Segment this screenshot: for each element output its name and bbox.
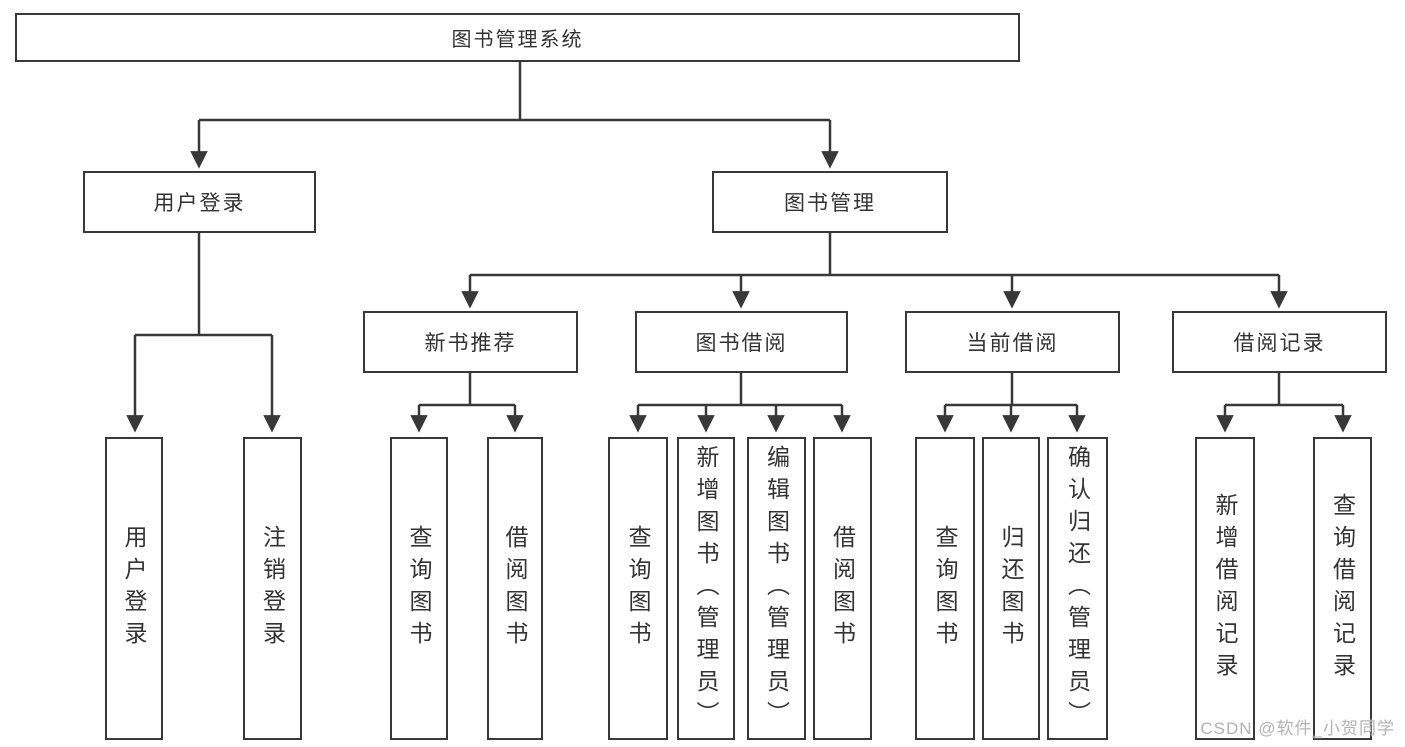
leaf-borrow-books-recommend: 借阅图书 [487,437,543,740]
leaf-edit-books-admin: 编辑图书（管理员） [747,437,806,740]
node-book-management: 图书管理 [712,171,948,233]
node-new-book-recommend: 新书推荐 [363,311,578,373]
trunk-lines [135,62,1343,407]
leaf-add-borrow-record: 新增借阅记录 [1195,437,1255,740]
node-book-borrow: 图书借阅 [635,311,848,373]
leaf-user-login: 用户登录 [105,437,163,740]
leaf-query-borrow-record: 查询借阅记录 [1313,437,1372,740]
leaf-add-books-admin: 新增图书（管理员） [677,437,735,740]
node-user-login: 用户登录 [83,171,316,233]
node-borrow-records: 借阅记录 [1172,311,1387,373]
leaf-query-books-current: 查询图书 [915,437,975,740]
arrow-lines [126,120,1352,433]
leaf-return-books: 归还图书 [982,437,1040,740]
leaf-query-books-borrow: 查询图书 [608,437,668,740]
leaf-borrow-books: 借阅图书 [813,437,872,740]
leaf-logout: 注销登录 [243,437,302,740]
node-root-library-system: 图书管理系统 [15,13,1020,62]
leaf-confirm-return-admin: 确认归还（管理员） [1047,437,1108,740]
csdn-watermark: CSDN @软件_小贺同学 [1200,719,1395,738]
leaf-query-books-recommend: 查询图书 [390,437,448,740]
node-current-borrow: 当前借阅 [905,311,1120,373]
